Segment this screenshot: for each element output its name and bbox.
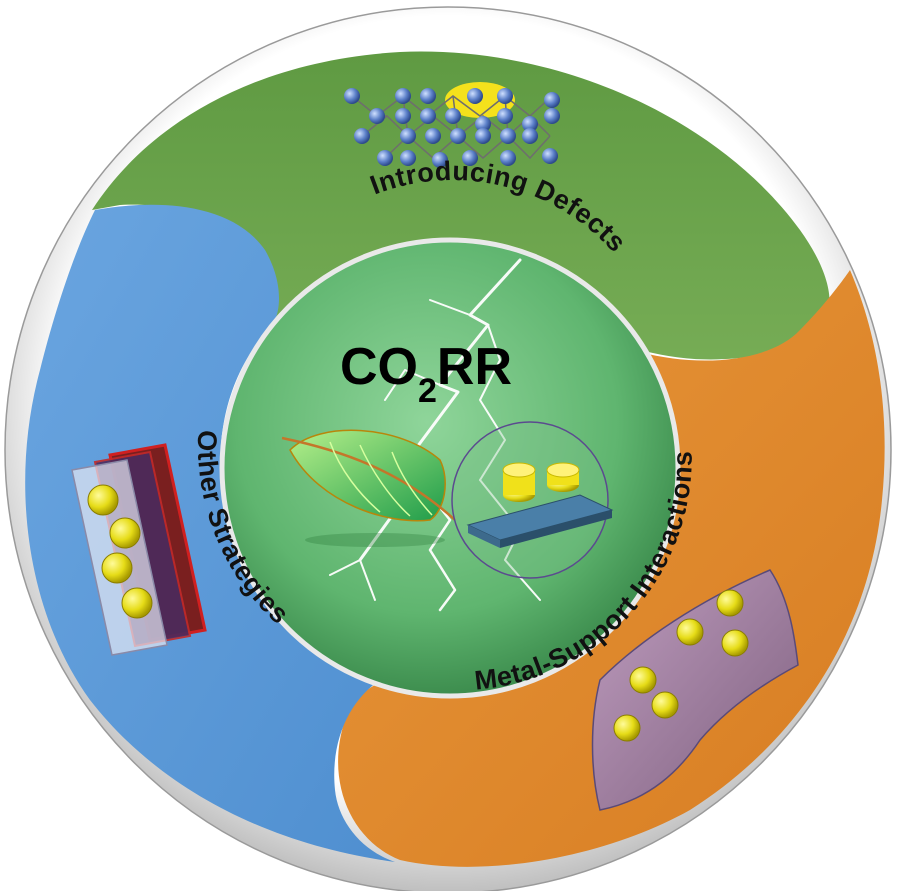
magnified-catalyst-icon bbox=[451, 421, 614, 579]
sector-other-strategies bbox=[25, 204, 395, 862]
leaf-icon bbox=[281, 429, 456, 547]
center-title: CO2RR bbox=[340, 338, 512, 410]
center-circle bbox=[219, 237, 681, 699]
lattice-defect-icon bbox=[344, 82, 560, 168]
layered-sheets-icon bbox=[71, 443, 207, 656]
sector-metal-support-interactions bbox=[338, 270, 885, 867]
supported-particles-icon bbox=[591, 569, 799, 811]
